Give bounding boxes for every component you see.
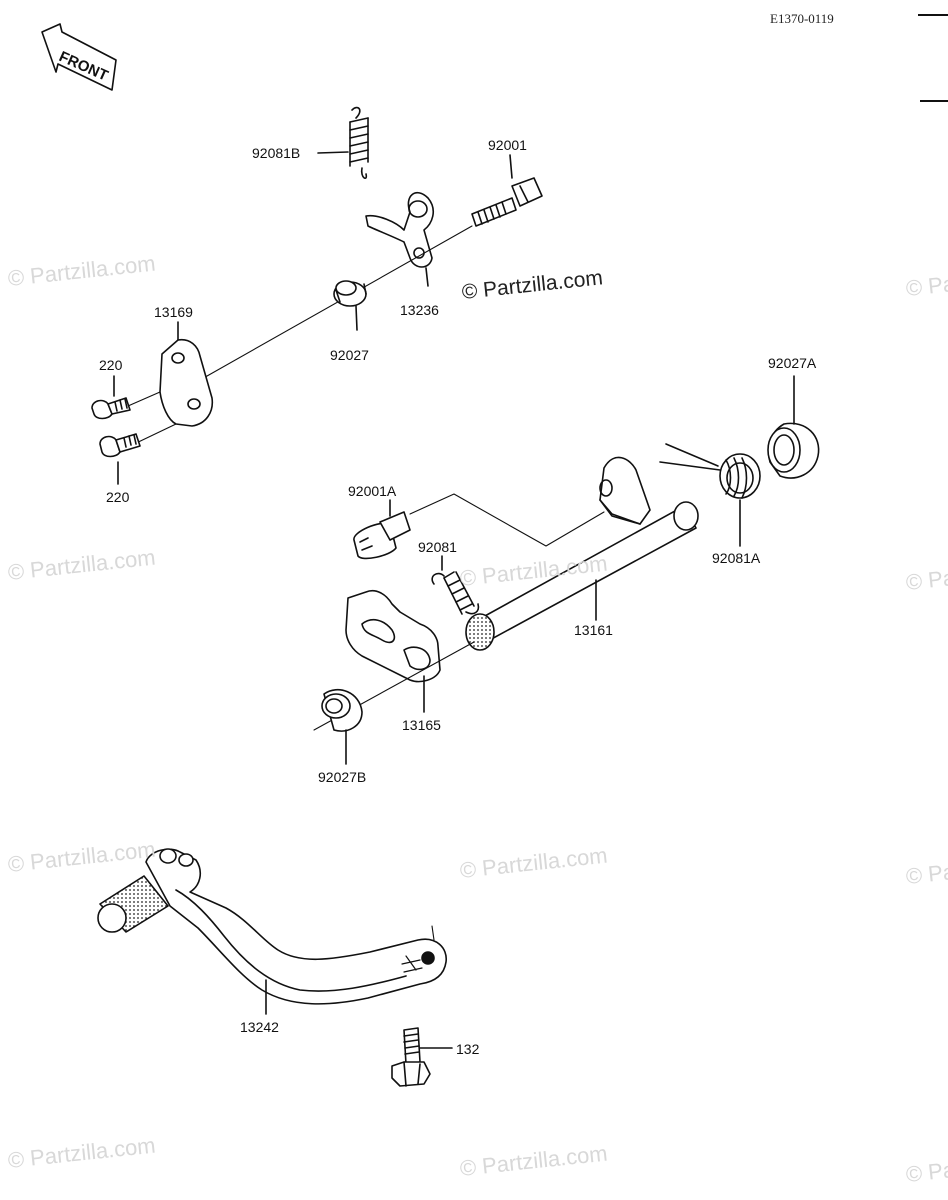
part-label-13236: 13236 [400, 302, 439, 318]
screw-220-lower [99, 433, 141, 458]
part-label-92001: 92001 [488, 137, 527, 153]
part-label-13161: 13161 [574, 622, 613, 638]
spring-92081A [659, 443, 761, 499]
spring-92081B [349, 106, 369, 180]
bushing-92027A [767, 422, 820, 479]
part-label-132: 132 [456, 1041, 480, 1057]
plate-13165 [345, 589, 441, 683]
pedal-13242 [97, 848, 447, 1005]
part-label-92081: 92081 [418, 539, 457, 555]
part-label-13165: 13165 [402, 717, 441, 733]
part-label-92081B: 92081B [252, 145, 301, 161]
bracket-13236 [365, 192, 435, 268]
bolt-92001 [471, 177, 543, 227]
part-label-13169: 13169 [154, 304, 193, 320]
part-label-13242: 13242 [240, 1019, 279, 1035]
leader-92081B [317, 151, 349, 154]
part-label-92027: 92027 [330, 347, 369, 363]
part-label-92027B: 92027B [318, 769, 367, 785]
collar-92027 [333, 280, 367, 307]
shaft-13161 [465, 456, 699, 651]
collar-92027B [321, 688, 363, 732]
edge-mark [918, 14, 948, 16]
plate-13169 [159, 338, 214, 427]
part-label-220-upper: 220 [99, 357, 123, 373]
bolt-132 [391, 1027, 431, 1087]
screw-220-upper [91, 397, 131, 420]
part-label-92001A: 92001A [348, 483, 397, 499]
leader-13236 [425, 267, 429, 287]
spring-92081 [431, 571, 480, 615]
leader-92027 [355, 305, 358, 331]
part-label-92027A: 92027A [768, 355, 817, 371]
front-arrow-icon: FRONT [41, 23, 117, 91]
drawing-code: E1370-0119 [770, 11, 834, 26]
leader-92001 [509, 154, 513, 179]
part-label-220-lower: 220 [106, 489, 130, 505]
pin-92001A [353, 511, 411, 560]
part-label-92081A: 92081A [712, 550, 761, 566]
edge-mark [920, 100, 948, 102]
